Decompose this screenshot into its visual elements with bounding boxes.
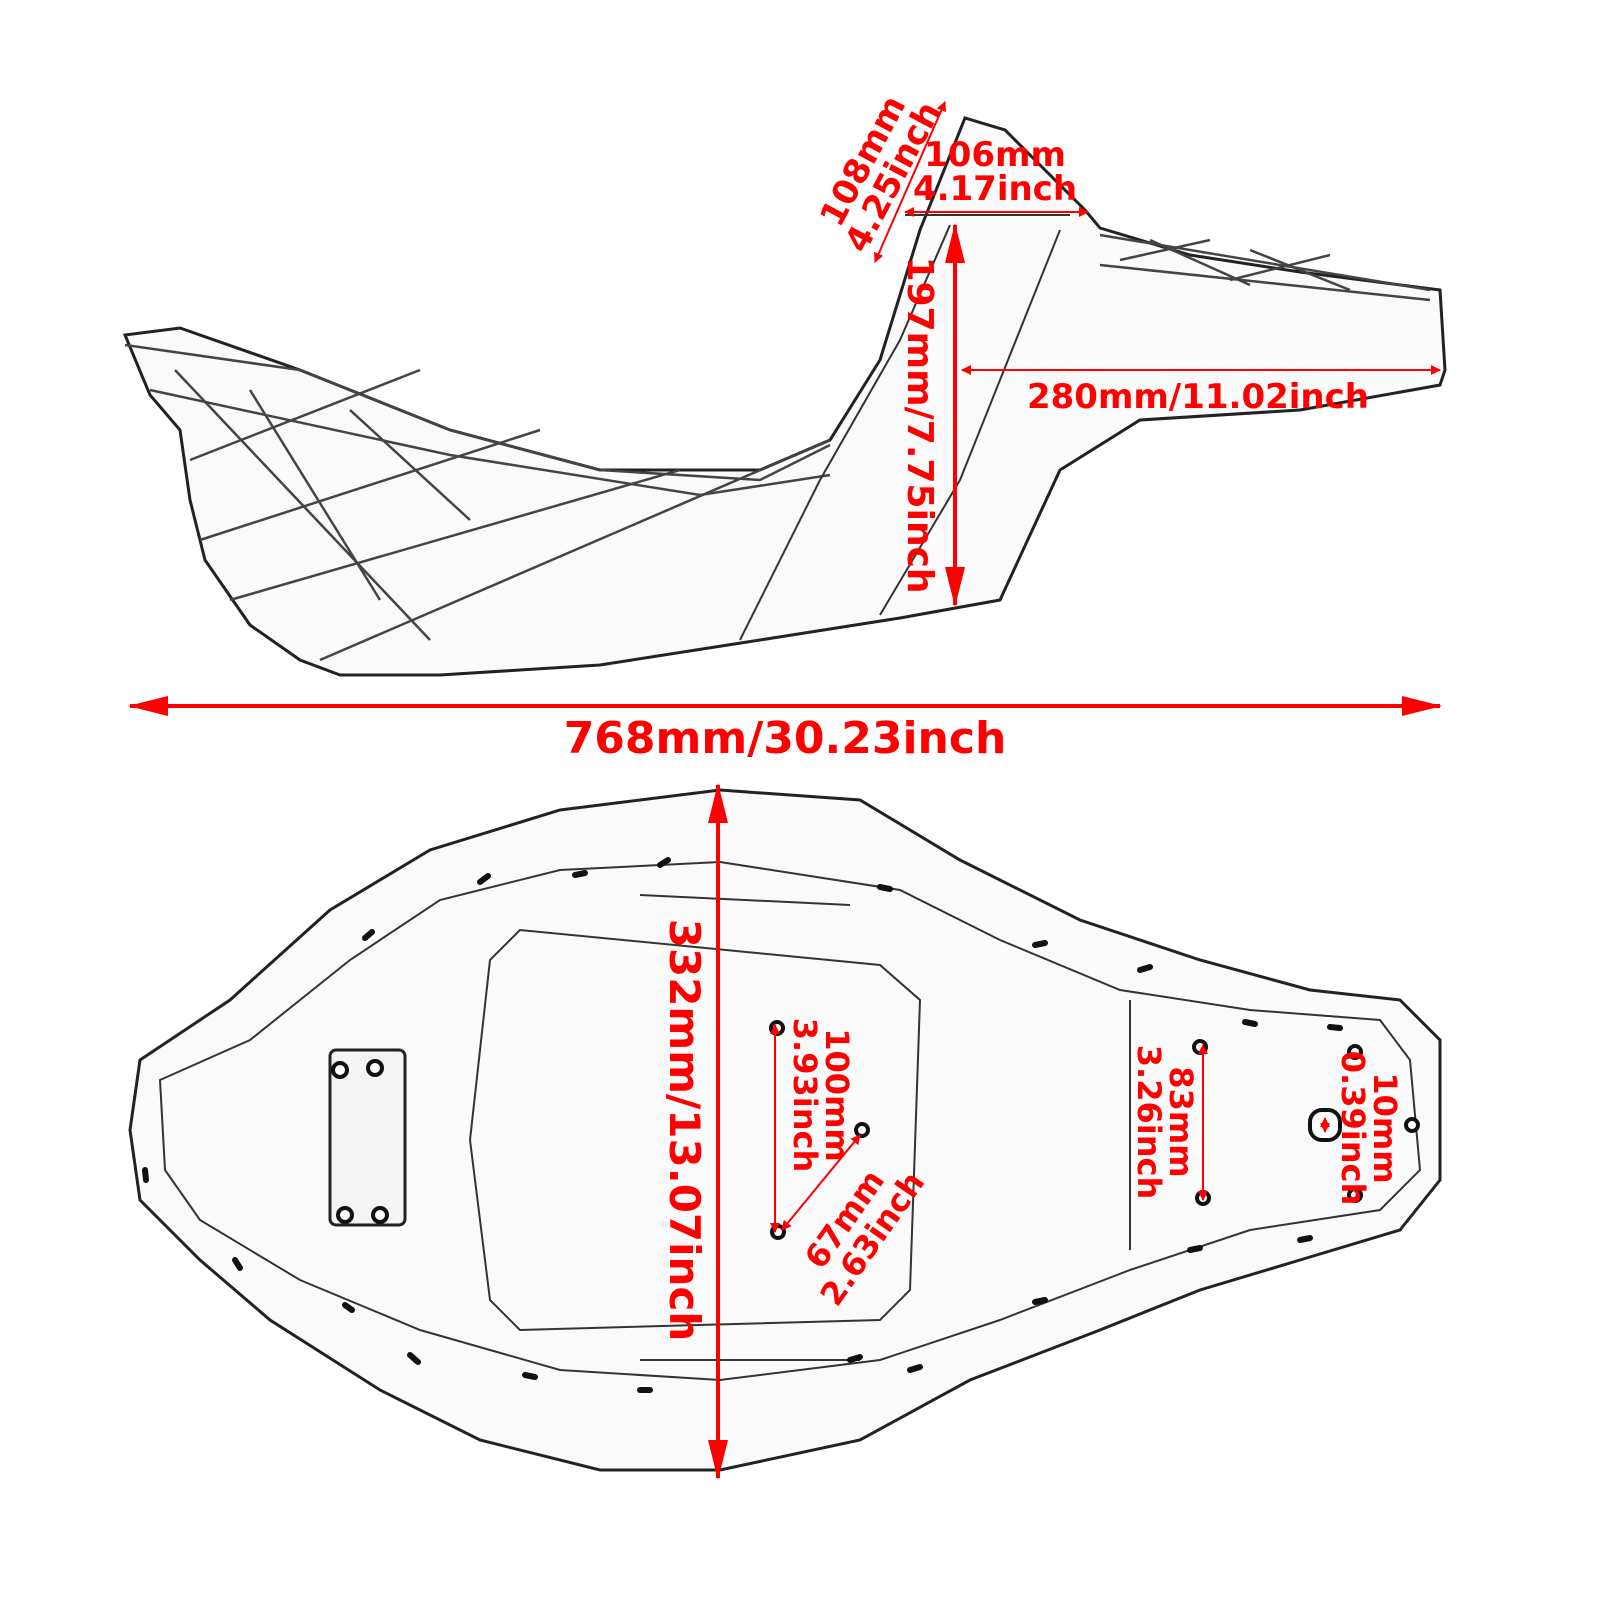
diagonal-mount-arrow (781, 1134, 861, 1231)
backrest-width-inch: 4.17inch (913, 169, 1077, 209)
rear-length-label: 280mm/11.02inch (1027, 377, 1369, 417)
dimension-lines (128, 101, 1442, 1480)
rear-height-label: 197mm/7.75inch (899, 256, 940, 593)
rear-mount-label: 83mm 3.26inch (1130, 1045, 1200, 1199)
overall-length-label: 768mm/30.23inch (564, 713, 1007, 764)
svg-text:3.93inch: 3.93inch (786, 1018, 824, 1172)
backrest-height-arrow (874, 101, 946, 263)
svg-text:3.26inch: 3.26inch (1130, 1045, 1168, 1199)
svg-text:83mm: 83mm (1162, 1066, 1200, 1177)
backrest-width-mm: 106mm (924, 135, 1066, 175)
seat-bottom-view (128, 788, 1442, 1472)
stitch-dashes (142, 857, 1343, 1393)
mounting-plate (328, 1048, 407, 1227)
overall-width-label: 332mm/13.07inch (660, 919, 709, 1341)
svg-text:0.39inch: 0.39inch (1334, 1051, 1372, 1205)
slot-width-label: 10mm 0.39inch (1334, 1051, 1404, 1205)
svg-text:100mm: 100mm (818, 1028, 856, 1161)
svg-text:10mm: 10mm (1366, 1072, 1404, 1183)
front-mount-label: 100mm 3.93inch (786, 1018, 856, 1172)
